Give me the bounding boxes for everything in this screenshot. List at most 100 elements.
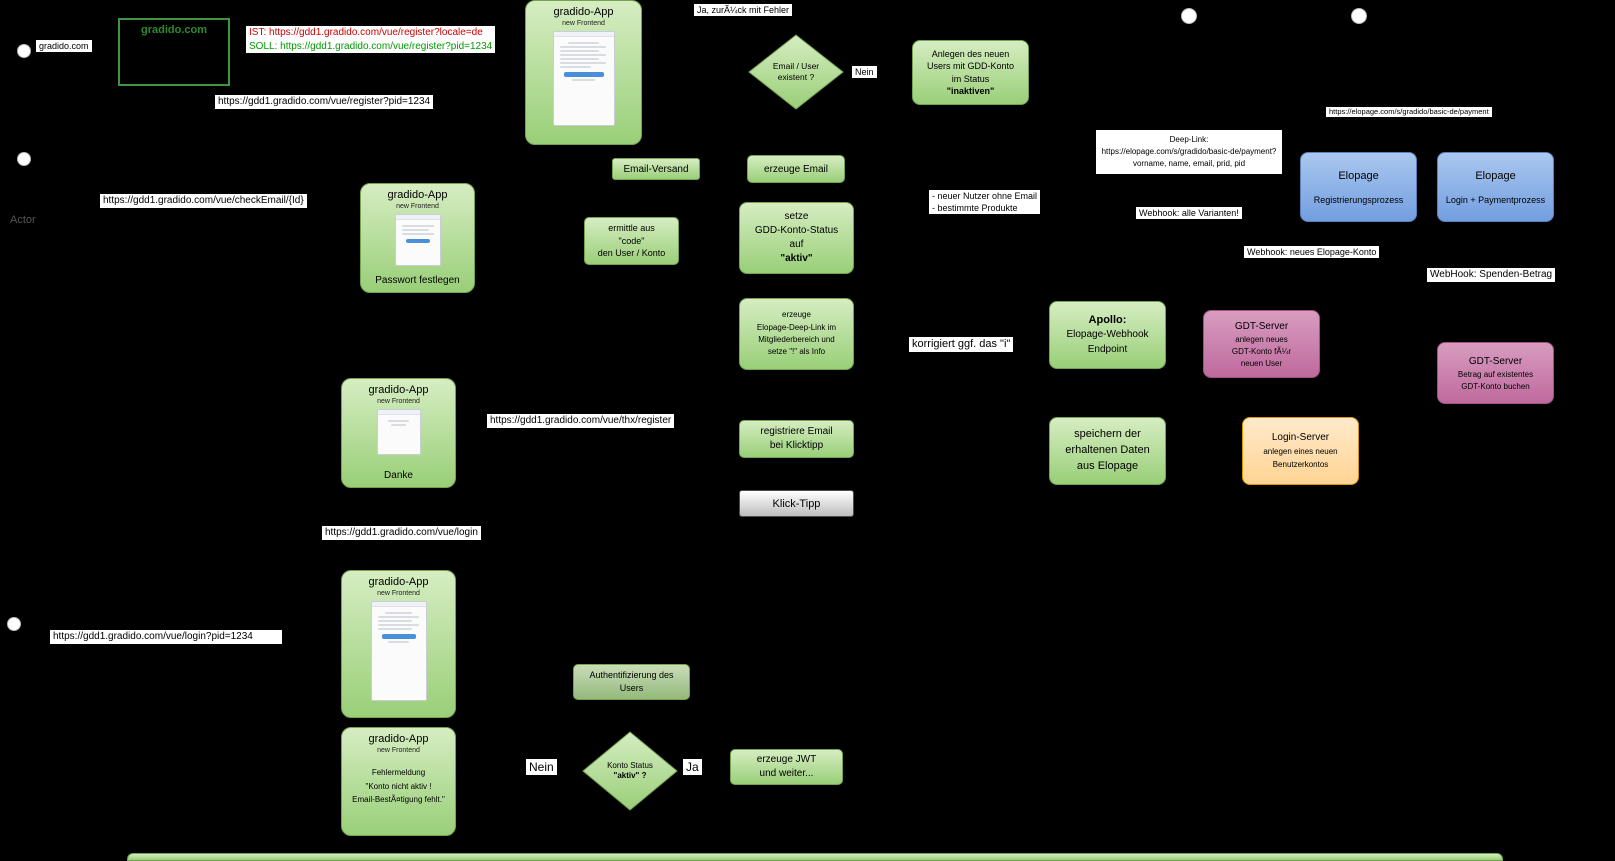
node-line: aus Elopage	[1076, 459, 1139, 472]
actor-label: Actor	[10, 214, 36, 226]
edge-label-nein-top: Nein	[852, 66, 877, 79]
node-line: anlegen neues	[1235, 334, 1288, 344]
app-screenshot-thumbnail	[552, 31, 615, 127]
node-line: und weiter...	[759, 768, 814, 779]
app-node-subtitle: new Frontend	[377, 398, 420, 406]
annotation-deep-link: Deep-Link: https://elopage.com/s/gradido…	[1096, 130, 1282, 174]
url-elopage-payment: https://elopage.com/s/gradido/basic-de/p…	[1326, 107, 1492, 118]
node-line: Authentifizierung des	[589, 670, 674, 681]
annotation-neuer-nutzer: - neuer Nutzer ohne Email - bestimmte Pr…	[929, 190, 1041, 215]
decision-line: Email / User	[772, 60, 820, 71]
ist-soll-annotation: IST: https://gdd1.gradido.com/vue/regist…	[246, 26, 496, 53]
process-node-registriere-email: registriere Email bei Klicktipp	[739, 420, 854, 458]
app-node-title: gradido-App	[368, 576, 429, 588]
node-line: auf	[789, 239, 804, 250]
url-checkemail: https://gdd1.gradido.com/vue/checkEmail/…	[100, 194, 307, 208]
website-node-title: gradido.com	[140, 24, 207, 36]
node-line: Elopage-Webhook	[1066, 329, 1149, 341]
node-line: Endpoint	[1087, 343, 1128, 355]
node-subtitle: Login + Paymentprozess	[1445, 194, 1546, 205]
decision-line: "aktiv" ?	[613, 771, 647, 780]
clipped-bottom-node	[127, 853, 1503, 861]
edge-label-nein-bottom: Nein	[526, 759, 557, 776]
node-line: erzeuge	[782, 310, 811, 320]
decision-text: Email / User existent ?	[748, 34, 844, 110]
annotation-line: - neuer Nutzer ohne Email	[932, 191, 1038, 201]
app-node-caption: Danke	[384, 470, 413, 481]
url-login: https://gdd1.gradido.com/vue/login	[322, 526, 481, 540]
decision-text: Konto Status "aktiv" ?	[582, 731, 678, 811]
node-title: Elopage	[1338, 169, 1379, 182]
soll-line: SOLL: https://gdd1.gradido.com/vue/regis…	[249, 40, 493, 52]
node-line: "aktiv"	[780, 253, 813, 264]
node-line: Anlegen des neuen	[931, 49, 1010, 60]
app-node-subtitle: new Frontend	[377, 747, 420, 755]
app-node-title: gradido-App	[368, 733, 429, 745]
url-login-pid: https://gdd1.gradido.com/vue/login?pid=1…	[50, 630, 282, 644]
node-line: Benutzerkontos	[1272, 460, 1329, 469]
app-node-caption: Passwort festlegen	[375, 275, 460, 286]
node-line: Fehlermeldung	[371, 768, 426, 778]
node-line: Elopage-Deep-Link im	[756, 322, 837, 332]
node-line: Email-BestÃ¤tigung fehlt."	[352, 795, 445, 805]
start-node-3	[7, 617, 21, 631]
process-node-erzeuge-jwt: erzeuge JWT und weiter...	[730, 749, 843, 785]
node-line: GDT-Konto buchen	[1461, 381, 1530, 391]
app-node-title: gradido-App	[553, 6, 614, 18]
system-node-gdt-server-buchen: GDT-Server Betrag auf existentes GDT-Kon…	[1437, 342, 1554, 404]
node-line: registriere Email	[760, 426, 833, 437]
node-line: GDD-Konto-Status	[754, 225, 839, 236]
node-line: im Status	[951, 73, 990, 84]
node-line: "inaktiven"	[946, 85, 995, 96]
app-screenshot-thumbnail	[376, 409, 421, 456]
node-line: setze "!" als Info	[767, 347, 826, 357]
system-node-login-server: Login-Server anlegen eines neuen Benutze…	[1242, 417, 1359, 485]
node-line: setze	[784, 211, 809, 222]
node-line: bei Klicktipp	[769, 440, 824, 451]
node-title: GDT-Server	[1468, 355, 1523, 367]
app-screenshot-thumbnail	[370, 601, 427, 702]
process-node-ermittle-code: ermittle aus "code" den User / Konto	[584, 217, 679, 265]
app-node-subtitle: new Frontend	[562, 20, 605, 28]
system-node-elopage-login-payment: Elopage Login + Paymentprozess	[1437, 152, 1554, 222]
app-node-subtitle: new Frontend	[396, 203, 439, 211]
node-line: neuen User	[1240, 358, 1283, 368]
app-node-title: gradido-App	[368, 384, 429, 396]
decision-line: existent ?	[777, 72, 815, 82]
node-line: Mitgliederbereich und	[758, 335, 835, 344]
system-node-gdt-server-anlegen: GDT-Server anlegen neues GDT-Konto fÃ¼r …	[1203, 310, 1320, 378]
process-node-erzeuge-deeplink: erzeuge Elopage-Deep-Link im Mitgliederb…	[739, 298, 854, 370]
edge-label-webhook-spenden: WebHook: Spenden-Betrag	[1427, 268, 1556, 282]
decision-line: Konto Status	[607, 760, 653, 770]
node-line: GDT-Konto fÃ¼r	[1231, 346, 1292, 356]
edge-label-ja-bottom: Ja	[683, 759, 702, 776]
process-node-erzeuge-email: erzeuge Email	[747, 155, 845, 183]
node-title: GDT-Server	[1234, 320, 1289, 332]
edge-label-email-versand: Email-Versand	[612, 158, 700, 180]
edge-label-webhook-alle: Webhook: alle Varianten!	[1136, 207, 1242, 220]
annotation-line: Deep-Link:	[1169, 135, 1209, 144]
node-line: Betrag auf existentes	[1457, 369, 1534, 379]
node-line: "Konto nicht aktiv !	[365, 781, 432, 791]
start-node-5	[1351, 8, 1367, 24]
annotation-line: https://elopage.com/s/gradido/basic-de/p…	[1101, 147, 1277, 156]
process-node-authentifizierung: Authentifizierung des Users	[573, 664, 690, 700]
app-node-login: gradido-App new Frontend	[341, 570, 456, 718]
edge-label-webhook-neues-konto: Webhook: neues Elopage-Konto	[1244, 246, 1380, 259]
app-node-title: gradido-App	[387, 189, 448, 201]
annotation-line: - bestimmte Produkte	[932, 203, 1018, 214]
app-node-register: gradido-App new Frontend	[525, 0, 642, 145]
node-line: ermittle aus	[608, 223, 655, 234]
url-register-pid: https://gdd1.gradido.com/vue/register?pi…	[215, 95, 434, 109]
node-line: den User / Konto	[597, 248, 666, 259]
start-label-gradido-com: gradido.com	[36, 40, 92, 53]
node-line: anlegen eines neuen	[1263, 447, 1338, 457]
node-line: Users mit GDD-Konto	[926, 61, 1015, 72]
start-node-1	[17, 44, 31, 58]
app-screenshot-thumbnail	[394, 214, 441, 267]
node-subtitle: Registrierungsprozess	[1313, 194, 1404, 205]
node-title: Login-Server	[1271, 432, 1330, 444]
app-node-passwort: gradido-App new Frontend Passwort festle…	[360, 183, 475, 293]
decision-konto-status-aktiv: Konto Status "aktiv" ?	[582, 731, 678, 811]
